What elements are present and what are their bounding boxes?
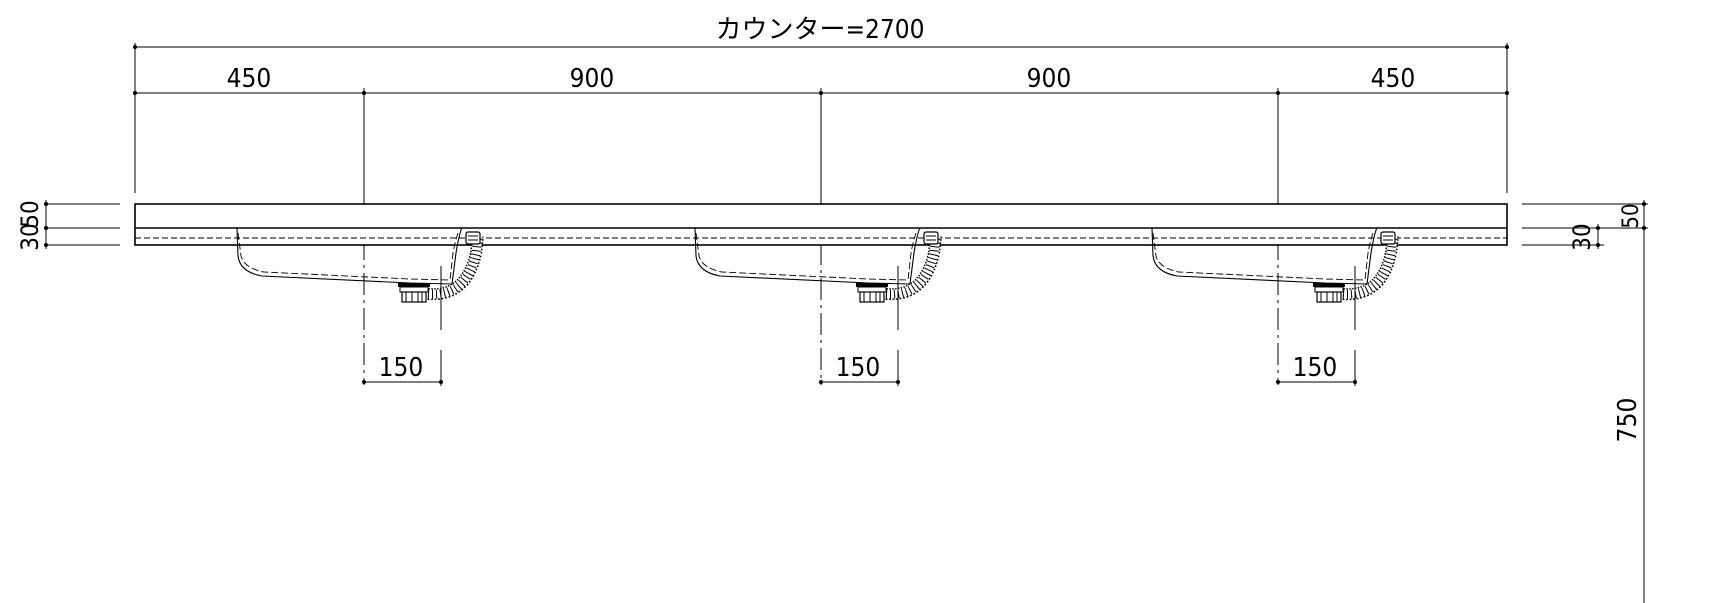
- height-dim-750: 750: [1613, 398, 1643, 443]
- offset-label-1: 150: [379, 353, 424, 383]
- left-dim-50: 50: [16, 200, 44, 227]
- overall-dimension: カウンター=2700: [133, 15, 1509, 193]
- drain-offset-dimensions: 150 150 150: [362, 350, 1357, 386]
- right-thickness-dimensions: 30 50: [1522, 200, 1648, 251]
- offset-label-3: 150: [1293, 353, 1338, 383]
- span-label-1: 450: [227, 64, 272, 94]
- span-label-3: 900: [1027, 64, 1072, 94]
- span-label-4: 450: [1371, 64, 1416, 94]
- left-dim-30: 30: [16, 223, 44, 250]
- counter-length-label: カウンター=2700: [715, 15, 924, 45]
- right-dim-30: 30: [1568, 223, 1596, 250]
- drain-center-lines: [440, 266, 1356, 330]
- left-thickness-dimensions: 30 50: [16, 200, 120, 251]
- right-dim-50: 50: [1619, 203, 1644, 228]
- height-dimension: 750: [1613, 228, 1645, 603]
- offset-label-2: 150: [836, 353, 881, 383]
- countertop: [134, 203, 1508, 246]
- span-label-2: 900: [570, 64, 615, 94]
- span-dimensions: 450 900 900 450: [133, 64, 1509, 208]
